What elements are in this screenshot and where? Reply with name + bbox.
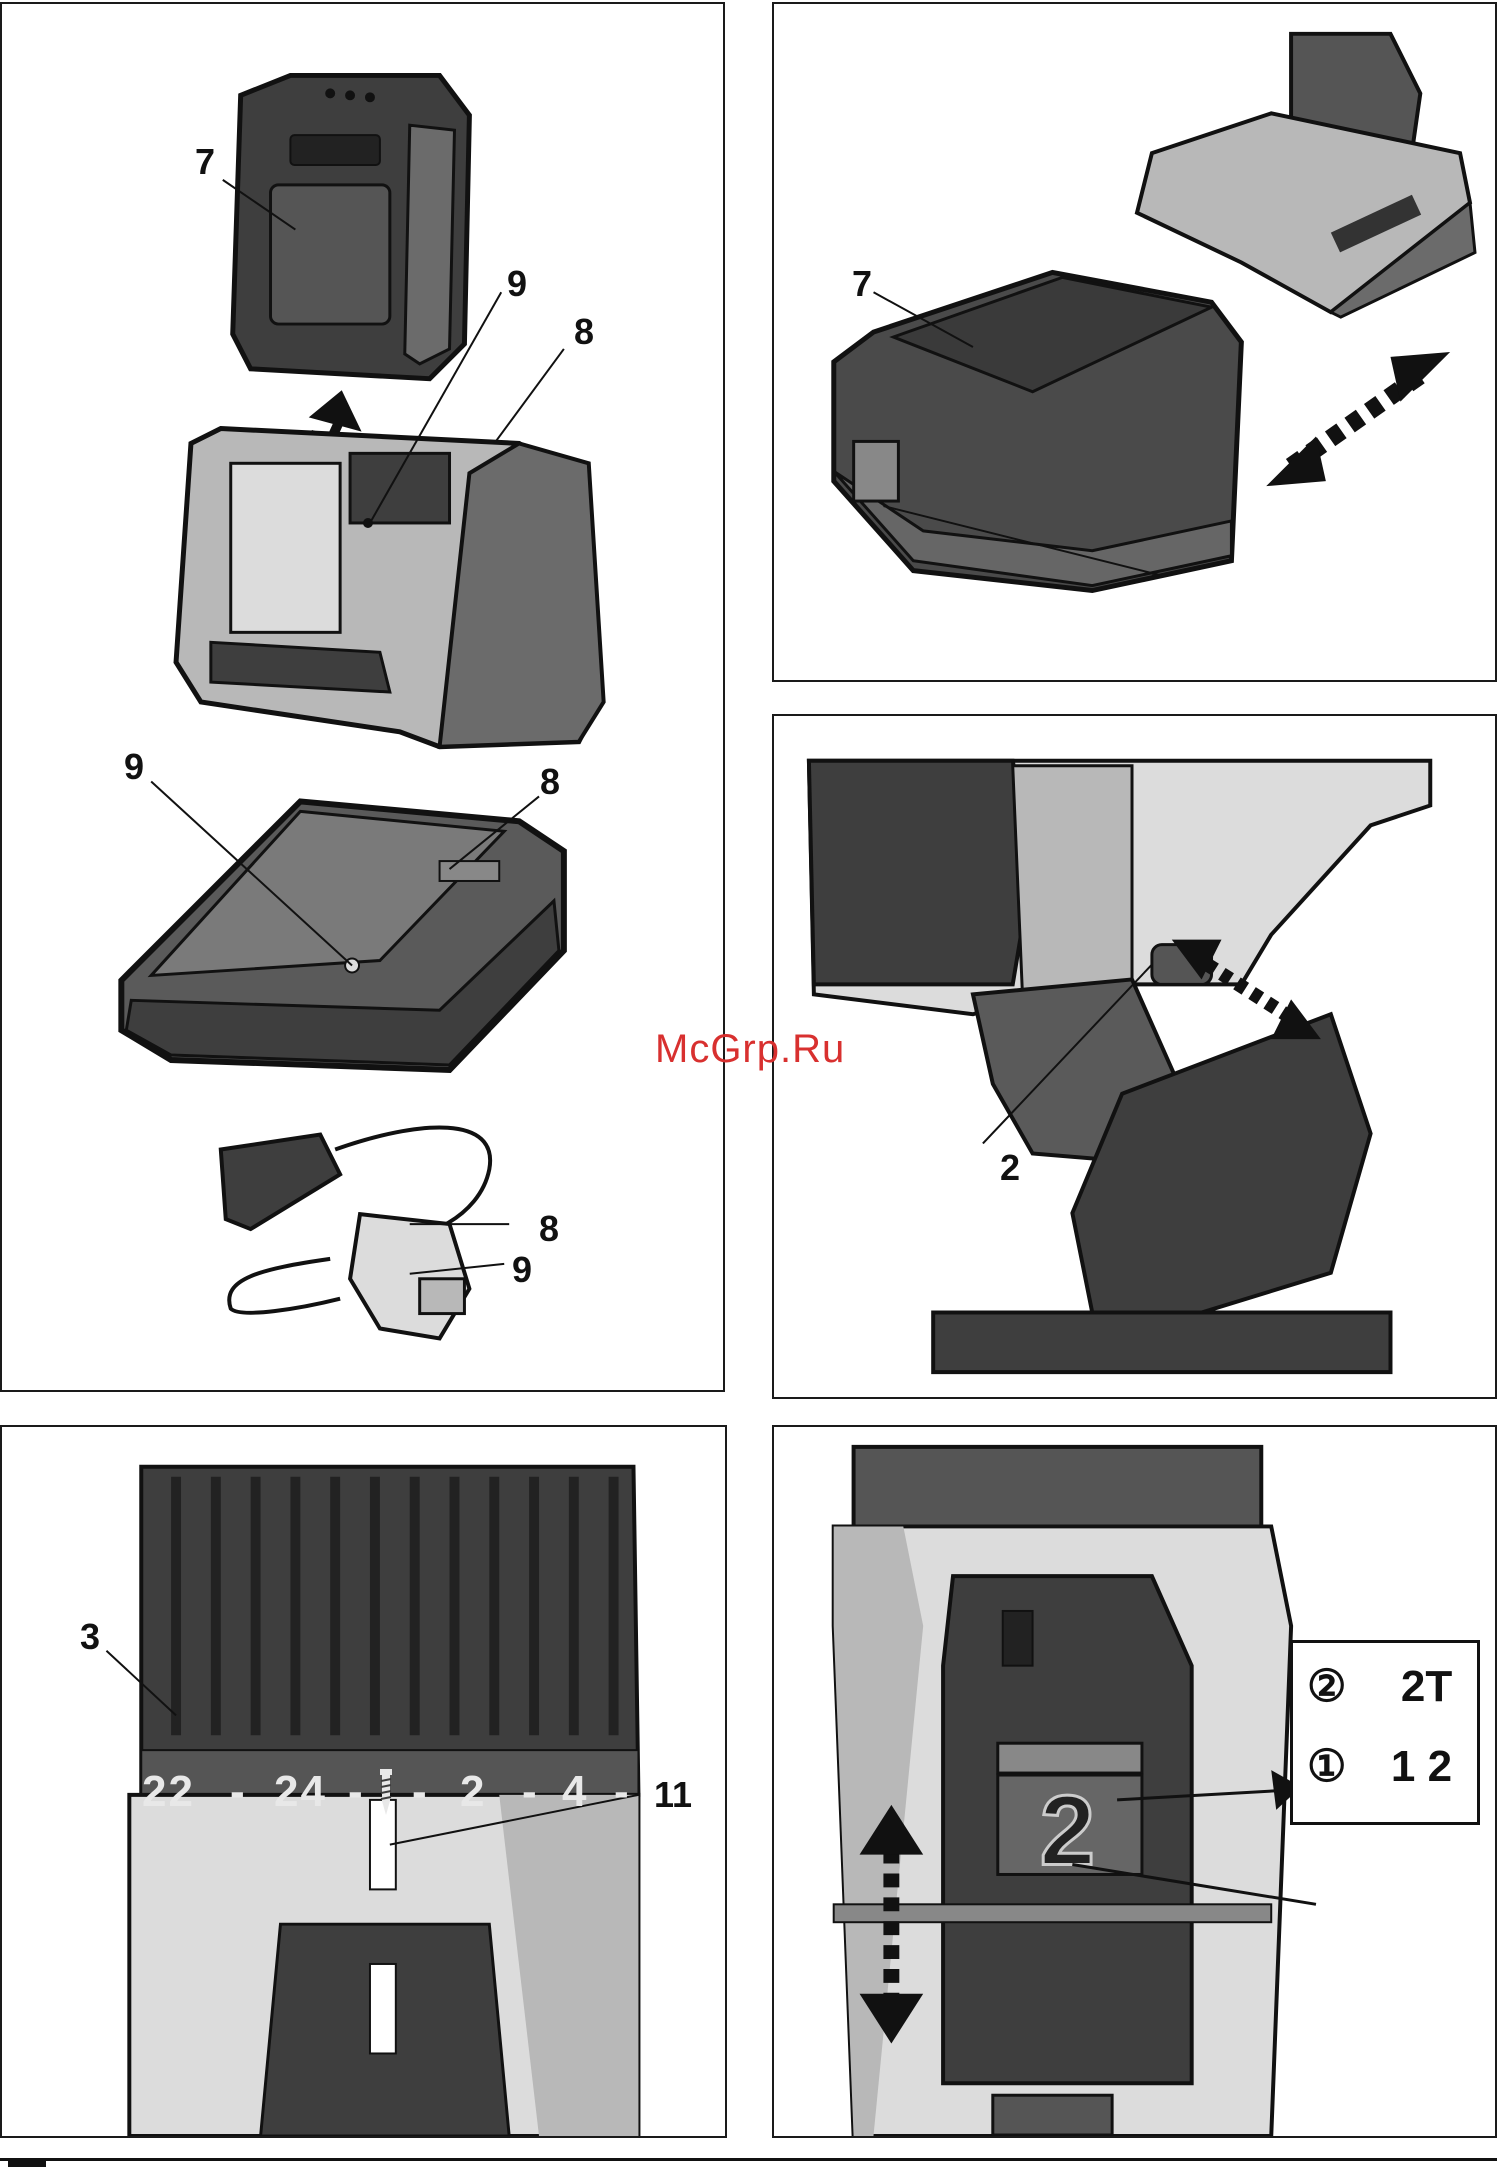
battery-insert-panel: 7: [772, 2, 1497, 682]
mode-glyphs: 2T: [1401, 1662, 1452, 1711]
callout-indicator-mid: 9: [124, 749, 144, 785]
callout-charger-top: 8: [574, 314, 594, 350]
callout-charger-mid: 8: [540, 764, 560, 800]
dial-mark: 2: [460, 1767, 486, 1817]
mode-row-high: ② 2T: [1307, 1661, 1452, 1712]
dial-mark: -: [412, 1767, 429, 1817]
screw-icon: [374, 1769, 398, 1815]
callout-adapter-charger: 8: [539, 1211, 559, 1247]
charger-panel: 7 9 8 9 8 8 9: [0, 2, 725, 1392]
dial-mark: -: [230, 1767, 247, 1817]
footer-rule: [0, 2158, 1497, 2161]
mode-row-low: ① 1 2: [1307, 1741, 1452, 1792]
drill-body: [809, 761, 1430, 1372]
battery-pack: [834, 272, 1242, 590]
drill-base: [1137, 34, 1475, 317]
callout-indicator-top: 9: [507, 266, 527, 302]
gearbox-body: [129, 1795, 638, 2136]
charger-upright: [176, 428, 604, 746]
double-arrow-icon: [1266, 352, 1450, 486]
page-marker: [8, 2160, 46, 2167]
battery-pack: [233, 75, 470, 378]
dial-mark: 22: [142, 1767, 195, 1817]
dial-mark: -: [614, 1767, 631, 1817]
mode-number: ②: [1307, 1662, 1346, 1711]
callout-collar: 3: [80, 1619, 100, 1655]
callout-switch: 2: [1000, 1150, 1020, 1186]
callout-marker: 11: [654, 1777, 692, 1813]
wall-adapter: [221, 1127, 490, 1338]
mode-glyphs: 1 2: [1391, 1742, 1452, 1791]
charger-illustration: [2, 4, 723, 1390]
dial-mark: -: [348, 1767, 365, 1817]
charger-flat: [121, 801, 564, 1070]
torque-collar-panel: 22 - 24 - - 2 - 4 - 3 11: [0, 1425, 727, 2138]
gear-mode-box: ② 2T ① 1 2: [1290, 1640, 1480, 1825]
dial-mark: -: [522, 1767, 539, 1817]
selector-digit: 2: [1040, 1776, 1095, 1887]
torque-collar: [141, 1467, 638, 1795]
watermark: McGrp.Ru: [655, 1027, 845, 1072]
callout-battery: 7: [195, 144, 215, 180]
mode-number: ①: [1307, 1742, 1346, 1791]
callout-battery: 7: [852, 266, 872, 302]
battery-insert-illustration: [774, 4, 1495, 680]
callout-adapter-indicator: 9: [512, 1252, 532, 1288]
trigger-illustration: [774, 716, 1495, 1397]
dial-mark: 4: [562, 1767, 588, 1817]
trigger-panel: 2: [772, 714, 1497, 1399]
dial-mark: 24: [274, 1767, 327, 1817]
